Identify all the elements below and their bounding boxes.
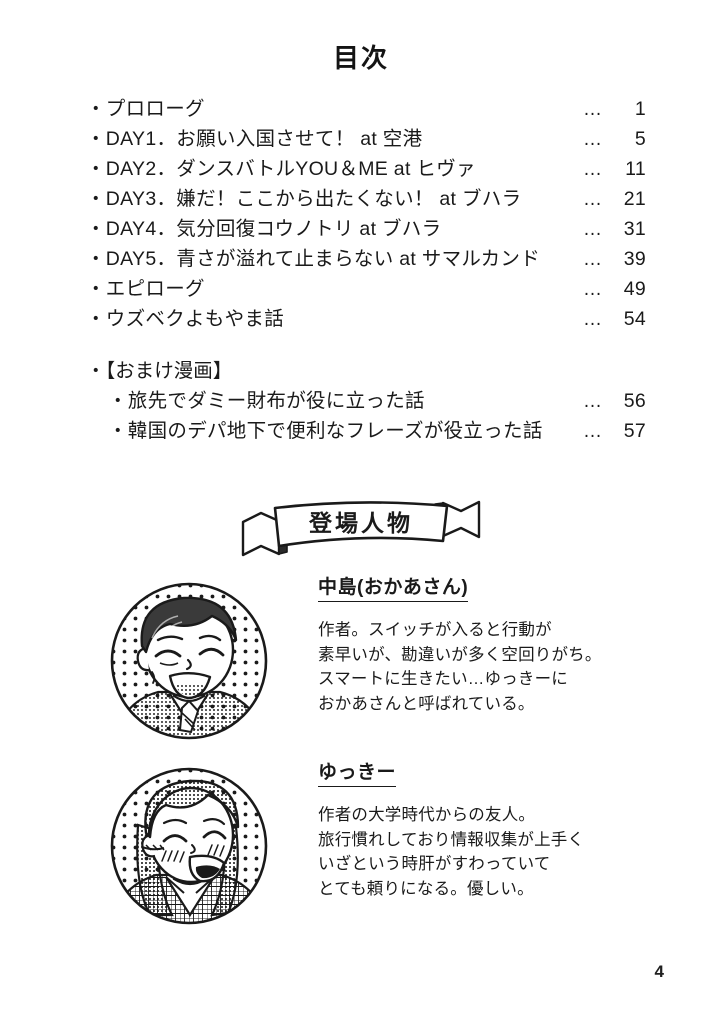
toc-entry[interactable]: ・DAY3．嫌だ！ここから出たくない！ at ブハラ … 21: [86, 182, 646, 212]
toc-entry[interactable]: ・DAY1．お願い入国させて！ at 空港 … 5: [86, 122, 646, 152]
toc-entry[interactable]: ・エピローグ … 49: [86, 272, 646, 302]
toc-entry-page: 5: [634, 128, 646, 150]
character-description-line: いざという時肝がすわっていて: [318, 855, 551, 873]
toc-entry-label: ・DAY3．嫌だ！ここから出たくない！ at ブハラ: [86, 188, 522, 210]
toc-entry-label: ・DAY5．青さが溢れて止まらない at サマルカンド: [86, 248, 541, 270]
toc-entry[interactable]: ・DAY2．ダンスバトルYOU＆ME at ヒヴァ … 11: [86, 152, 646, 182]
toc-entry[interactable]: ・DAY4．気分回復コウノトリ at ブハラ … 31: [86, 212, 646, 242]
toc-entry-label: ・DAY4．気分回復コウノトリ at ブハラ: [86, 218, 442, 240]
toc-bonus-heading: ・【おまけ漫画】: [86, 360, 233, 382]
table-of-contents: ・プロローグ … 1 ・DAY1．お願い入国させて！ at 空港 … 5 ・DA…: [86, 92, 646, 444]
toc-entry-label: ・DAY2．ダンスバトルYOU＆ME at ヒヴァ: [86, 158, 476, 180]
toc-bonus-entry[interactable]: ・旅先でダミー財布が役に立った話 … 56: [86, 384, 646, 414]
toc-entry-page: 57: [623, 420, 646, 442]
toc-entry-label: ・ウズベクよもやま話: [86, 308, 285, 330]
toc-entry-label: ・DAY1．お願い入国させて！ at 空港: [86, 128, 423, 150]
characters-section-banner: 登場人物: [0, 486, 722, 558]
toc-entry-page: 49: [623, 278, 646, 300]
toc-leader-dots: …: [583, 219, 603, 240]
toc-entry-page: 31: [623, 218, 646, 240]
character-info: ゆっきー 作者の大学時代からの友人。 旅行慣れしており情報収集が上手く いざとい…: [318, 757, 648, 901]
toc-entry-label: ・プロローグ: [86, 98, 205, 120]
character-info: 中島(おかあさん) 作者。スイッチが入ると行動が 素早いが、勘違いが多く空回りが…: [318, 572, 648, 716]
toc-leader-dots: …: [583, 159, 603, 180]
character-name: 中島(おかあさん): [318, 572, 469, 602]
toc-leader-dots: …: [583, 129, 603, 150]
toc-leader-dots: …: [583, 189, 603, 210]
character-name: ゆっきー: [318, 757, 397, 787]
toc-entry-page: 21: [623, 188, 646, 210]
toc-entry-label: ・エピローグ: [86, 278, 205, 300]
portrait-yukkii-icon: [110, 767, 268, 925]
toc-entry-page: 54: [623, 308, 646, 330]
toc-leader-dots: …: [583, 279, 603, 300]
toc-entry-page: 39: [623, 248, 646, 270]
toc-entry-label: ・韓国のデパ地下で便利なフレーズが役立った話: [108, 420, 543, 442]
page-number: 4: [654, 962, 664, 981]
toc-entry-page: 11: [625, 158, 646, 180]
toc-leader-dots: …: [583, 309, 603, 330]
toc-entry[interactable]: ・プロローグ … 1: [86, 92, 646, 122]
toc-leader-dots: …: [583, 391, 603, 412]
toc-entry-label: ・旅先でダミー財布が役に立った話: [108, 390, 425, 412]
page-title: 目次: [332, 43, 389, 73]
character-description-line: スマートに生きたい…ゆっきーに: [318, 670, 569, 688]
character-profile: 中島(おかあさん) 作者。スイッチが入ると行動が 素早いが、勘違いが多く空回りが…: [0, 572, 722, 747]
character-description-line: 作者。スイッチが入ると行動が: [318, 621, 552, 639]
ribbon-banner-icon: [241, 500, 481, 557]
character-profile: ゆっきー 作者の大学時代からの友人。 旅行慣れしており情報収集が上手く いざとい…: [0, 757, 722, 932]
character-description-line: とても頼りになる。優しい。: [318, 879, 534, 898]
character-description-line: おかあさんと呼ばれている。: [318, 694, 535, 713]
banner-label: 登場人物: [309, 510, 413, 536]
character-description-line: 素早いが、勘違いが多く空回りがち。: [318, 645, 602, 664]
toc-entry-page: 1: [634, 98, 646, 120]
toc-leader-dots: …: [583, 99, 603, 120]
portrait-nakajima-icon: [110, 582, 268, 740]
toc-entry-page: 56: [623, 390, 646, 412]
toc-leader-dots: …: [583, 249, 603, 270]
toc-entry[interactable]: ・DAY5．青さが溢れて止まらない at サマルカンド … 39: [86, 242, 646, 272]
toc-bonus-entry[interactable]: ・韓国のデパ地下で便利なフレーズが役立った話 … 57: [86, 414, 646, 444]
toc-entry[interactable]: ・ウズベクよもやま話 … 54: [86, 302, 646, 332]
character-description-line: 旅行慣れしており情報収集が上手く: [318, 830, 585, 849]
character-description-line: 作者の大学時代からの友人。: [318, 806, 536, 824]
toc-leader-dots: …: [583, 421, 603, 442]
